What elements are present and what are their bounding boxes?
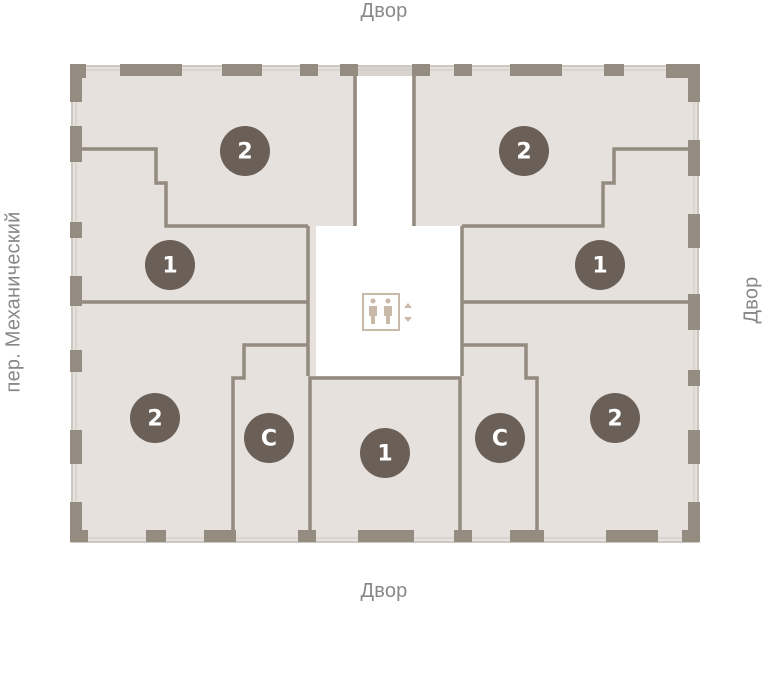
unit-badge-w1[interactable]: 1 — [145, 240, 195, 290]
unit-badge-label: С — [261, 427, 277, 452]
unit-badge-label: С — [492, 427, 508, 452]
unit-badge-sw[interactable]: 2 — [130, 393, 180, 443]
unit-badge-se[interactable]: 2 — [590, 393, 640, 443]
unit-badge-e1[interactable]: 1 — [575, 240, 625, 290]
courtyard-label-bottom: Двор — [360, 580, 408, 602]
unit-badge-label: 1 — [377, 442, 392, 467]
unit-badge-label: 2 — [147, 407, 162, 432]
unit-badge-label: 2 — [516, 140, 531, 165]
unit-badge-studio-left[interactable]: С — [244, 413, 294, 463]
unit-badge-s1[interactable]: 1 — [360, 428, 410, 478]
unit-badge-label: 2 — [607, 407, 622, 432]
elevator-icon — [362, 293, 412, 331]
unit-badge-label: 2 — [237, 140, 252, 165]
unit-badge-studio-right[interactable]: С — [475, 413, 525, 463]
unit-badge-label: 1 — [592, 254, 607, 279]
unit-badge-ne[interactable]: 2 — [499, 126, 549, 176]
unit-badge-nw[interactable]: 2 — [220, 126, 270, 176]
interior-walls — [80, 76, 690, 532]
courtyard-label-top: Двор — [360, 0, 408, 22]
unit-badge-label: 1 — [162, 254, 177, 279]
exterior-wall-segments — [70, 64, 700, 542]
elevator-hall — [316, 66, 462, 376]
entrance-door — [357, 66, 412, 76]
